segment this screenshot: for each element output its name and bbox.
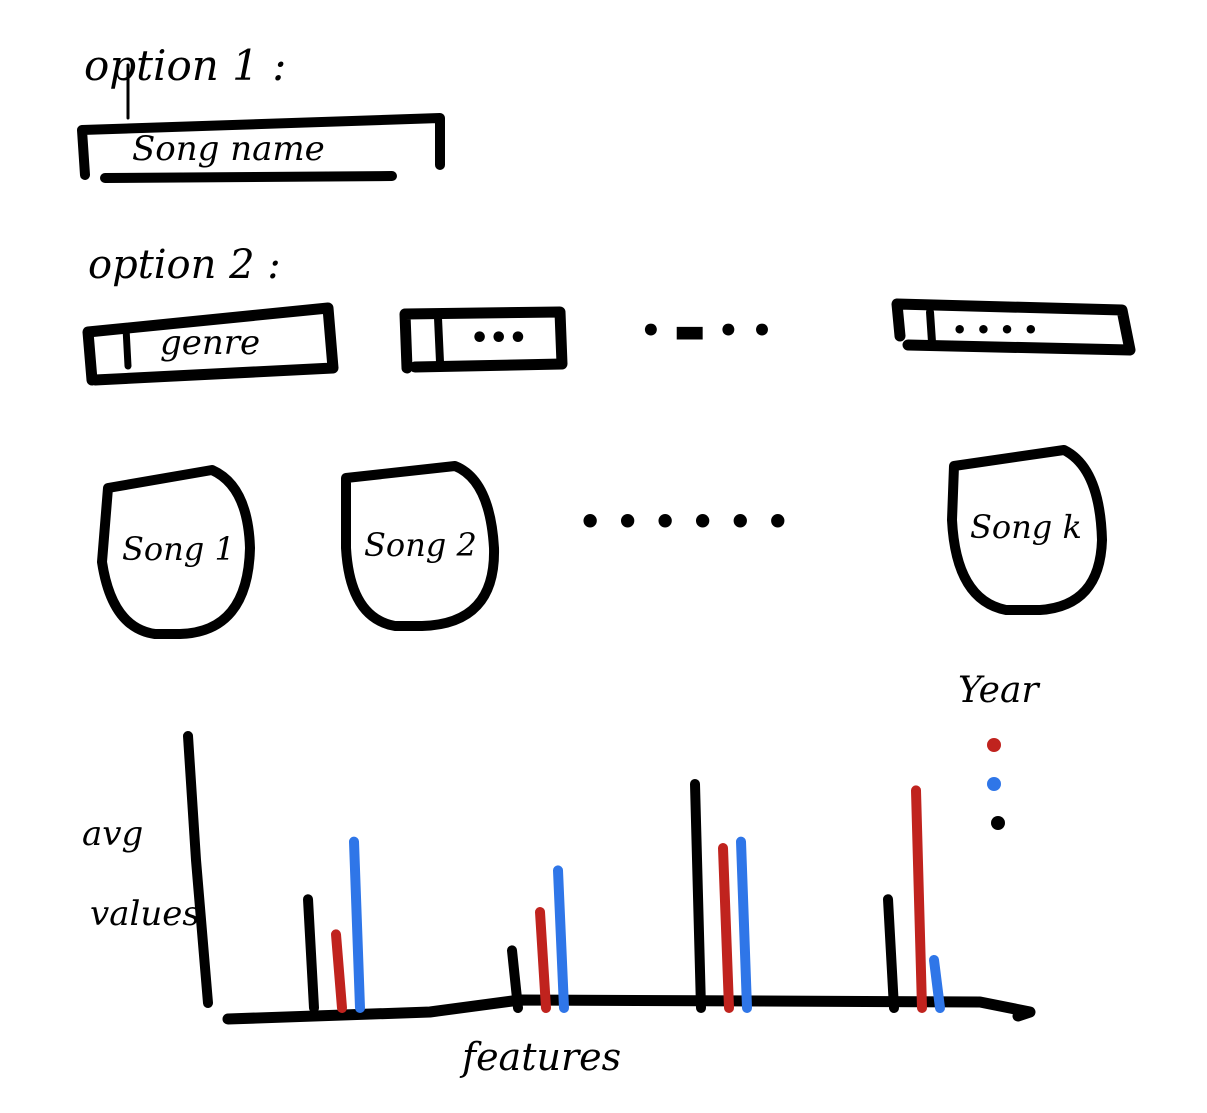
chart: avg values features Year — [82, 670, 1040, 1079]
y-axis-label-line1: avg — [82, 814, 143, 854]
song-tile-2-label: Song 2 — [364, 526, 477, 564]
genre-filter-box[interactable]: genre — [82, 302, 339, 386]
bars-layer — [303, 779, 945, 1013]
legend-dot-2 — [987, 777, 1001, 791]
song-tile-1-label: Song 1 — [122, 530, 235, 568]
bar-group4-red — [911, 785, 927, 1013]
bar-group1-red — [331, 929, 347, 1013]
bar-group4-black — [883, 894, 899, 1013]
filter-box-2-dots: ••• — [470, 321, 528, 356]
filter-box-k[interactable]: • • • • — [891, 298, 1136, 356]
song-tile-1[interactable]: Song 1 — [97, 465, 255, 639]
legend-title: Year — [958, 670, 1040, 711]
bar-group3-black — [690, 779, 706, 1013]
x-axis — [222, 994, 1036, 1025]
legend-dot-3 — [991, 816, 1005, 830]
x-axis-label: features — [459, 1035, 621, 1079]
bar-group2-black — [507, 945, 523, 1013]
song-tile-k-label: Song k — [970, 508, 1082, 546]
bar-group3-red — [718, 843, 734, 1013]
y-axis-label-line2: values — [90, 894, 200, 934]
y-axis-label: avg values — [82, 814, 200, 934]
songs-ellipsis: • • • • • • — [578, 500, 790, 544]
y-axis — [183, 731, 213, 1008]
filters-ellipsis: • ▬ • • — [640, 311, 773, 351]
filter-box-k-dots: • • • • — [952, 316, 1038, 344]
song-tile-2[interactable]: Song 2 — [341, 461, 500, 631]
bar-group1-black — [303, 894, 319, 1013]
bar-group1-blue — [349, 836, 365, 1013]
option1-heading: option 1 : — [84, 41, 286, 90]
genre-filter-label: genre — [160, 323, 260, 363]
bar-group2-red — [535, 907, 551, 1013]
legend-dot-1 — [987, 738, 1001, 752]
song-tile-k[interactable]: Song k — [947, 445, 1107, 615]
bar-group4-blue — [929, 955, 945, 1013]
song-name-placeholder: Song name — [132, 129, 325, 169]
option2-heading: option 2 : — [88, 242, 281, 288]
bar-group2-blue — [553, 865, 569, 1013]
filter-box-2[interactable]: ••• — [399, 306, 568, 374]
song-name-search-input[interactable]: Song name — [77, 113, 445, 183]
legend — [987, 738, 1005, 830]
bar-group3-blue — [736, 836, 752, 1013]
